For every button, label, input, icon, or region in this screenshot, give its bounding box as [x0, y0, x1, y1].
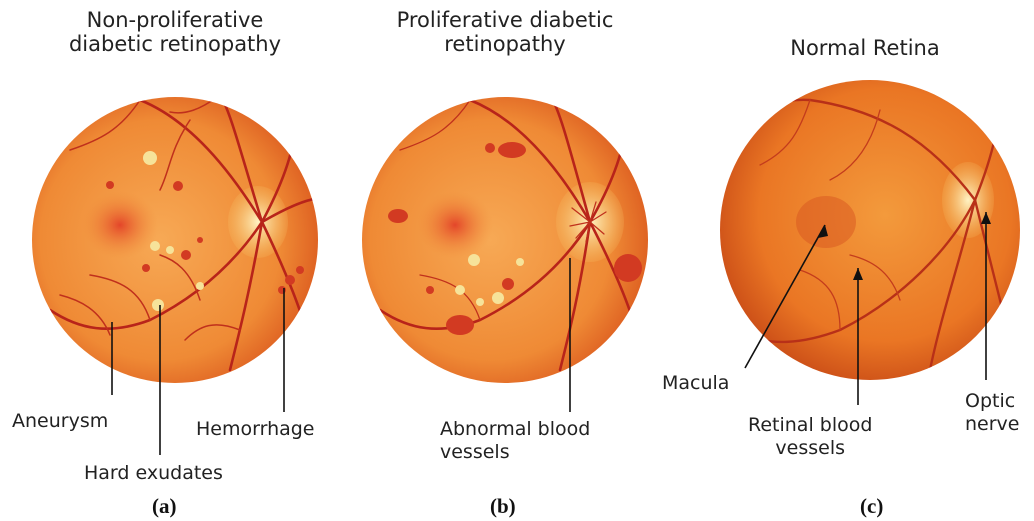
- label-retinal-blood-vessels: Retinal blood vessels: [748, 414, 872, 460]
- label-hard-exudates: Hard exudates: [84, 462, 223, 485]
- title-panel-a: Non-proliferative diabetic retinopathy: [60, 8, 290, 56]
- title-panel-b: Proliferative diabetic retinopathy: [375, 8, 635, 56]
- caption-a: (a): [152, 494, 177, 519]
- caption-c: (c): [860, 494, 883, 519]
- label-optic-nerve: Optic nerve: [965, 390, 1019, 436]
- label-macula: Macula: [662, 372, 729, 395]
- label-aneurysm: Aneurysm: [12, 410, 108, 433]
- fundus-nonproliferative: [32, 95, 330, 383]
- label-hemorrhage: Hemorrhage: [196, 418, 315, 441]
- label-abnormal-blood-vessels: Abnormal blood vessels: [440, 418, 590, 464]
- fundus-proliferative: [362, 95, 648, 383]
- fundus-normal: [720, 80, 1020, 380]
- title-panel-c: Normal Retina: [740, 36, 990, 60]
- caption-b: (b): [490, 494, 516, 519]
